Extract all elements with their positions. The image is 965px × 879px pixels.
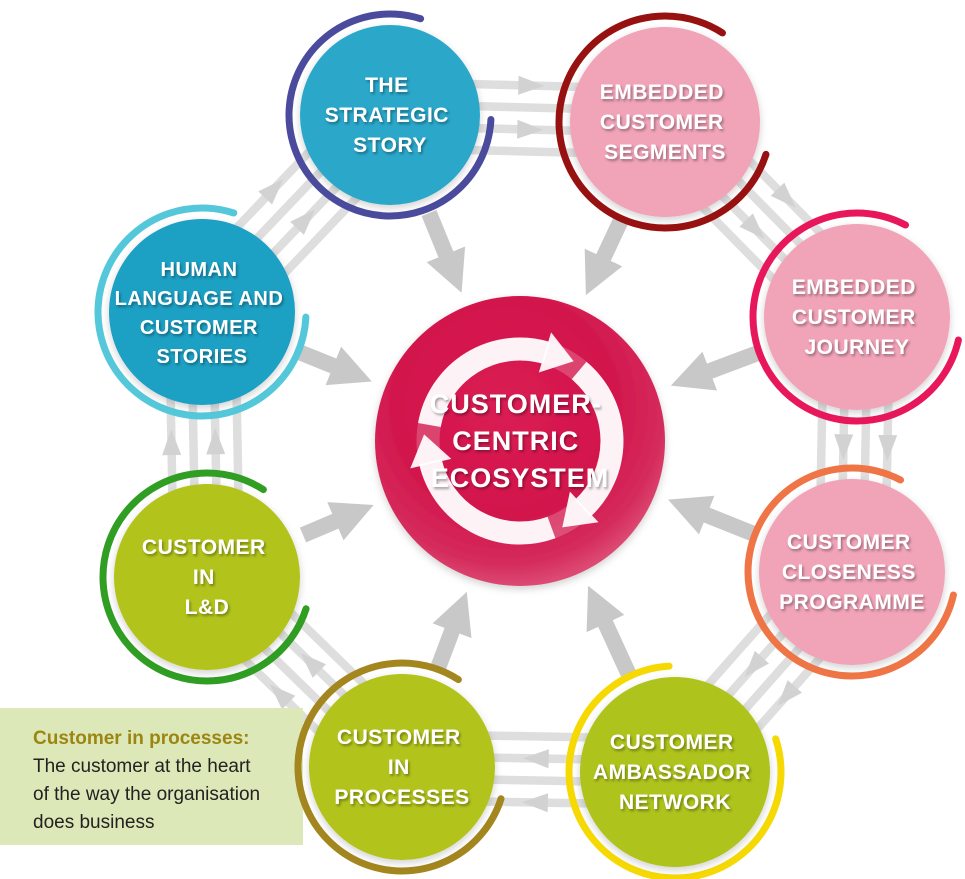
node-circle: [759, 479, 945, 665]
node-arc: [99, 469, 315, 685]
node-arc: [294, 659, 510, 875]
caption-line: The customer at the heart: [33, 756, 251, 777]
node-circle: [580, 677, 770, 867]
connector-arrow-icon: [517, 119, 544, 139]
node-embedded-customer-segments[interactable]: EMBEDDED CUSTOMER SEGMENTS: [531, 0, 798, 256]
node-customer-in-processes[interactable]: CUSTOMER IN PROCESSES: [271, 636, 533, 879]
center-arrow: [421, 209, 466, 293]
connector-arrow-icon: [522, 749, 549, 769]
connector-arrow-icon: [744, 650, 769, 677]
node-circle: [114, 484, 300, 670]
node-circle: [300, 25, 480, 205]
center-arrow: [295, 344, 372, 386]
caption-line: does business: [33, 812, 154, 833]
node-arc: [285, 10, 495, 220]
connector-arrow-icon: [777, 680, 802, 706]
node-arc: [565, 662, 785, 879]
node-circle: [109, 219, 295, 405]
connector-arrow-icon: [834, 434, 854, 461]
connector-arrow-icon: [521, 793, 549, 813]
center-arrow: [584, 214, 630, 296]
node-arc: [555, 12, 775, 232]
cycle-arc: [571, 361, 624, 517]
connector-arrow-icon: [739, 213, 765, 239]
connector-arrow-icon: [270, 684, 296, 710]
node-label: EMBEDDED CUSTOMER SEGMENTS: [600, 81, 731, 164]
caption-box: Customer in processes: The customer at t…: [0, 708, 303, 845]
center-node[interactable]: CUSTOMER- CENTRIC ECOSYSTEM: [375, 296, 665, 586]
cycle-arc: [419, 458, 556, 545]
node-embedded-customer-journey[interactable]: EMBEDDED CUSTOMER JOURNEY: [732, 192, 965, 441]
connector-arrow-icon: [300, 653, 326, 678]
center-arrows: [295, 209, 761, 681]
node-label: HUMAN LANGUAGE AND CUSTOMER STORIES: [115, 259, 290, 368]
center-arrow: [586, 585, 638, 681]
node-label: CUSTOMER IN L&D: [142, 536, 272, 619]
node-the-strategic-story[interactable]: THE STRATEGIC STORY: [284, 9, 496, 221]
cycle-swirl: [410, 332, 624, 545]
cycle-arrow-icon: [562, 491, 599, 528]
node-arc: [94, 204, 310, 420]
caption-line: of the way the organisation: [33, 784, 260, 805]
node-customer-ambassador-network[interactable]: CUSTOMER AMBASSADOR NETWORK: [541, 638, 808, 879]
caption-background: [0, 708, 303, 845]
connector-arrow-icon: [290, 209, 315, 235]
node-customer-in-ld[interactable]: CUSTOMER IN L&D: [76, 446, 338, 708]
cycle-arc: [418, 337, 551, 428]
node-label: CUSTOMER IN PROCESSES: [334, 726, 469, 809]
node-label: CUSTOMER CLOSENESS PROGRAMME: [779, 531, 925, 614]
connector-arrow-icon: [878, 435, 898, 462]
node-label: THE STRATEGIC STORY: [325, 74, 456, 157]
center-arrow: [430, 591, 472, 671]
connector-arrow-icon: [206, 428, 226, 455]
cycle-arrow-icon: [410, 434, 452, 469]
node-circle: [570, 27, 760, 217]
node-circle: [309, 674, 495, 860]
node-human-language-and-customer-stories[interactable]: HUMAN LANGUAGE AND CUSTOMER STORIES: [93, 203, 312, 422]
connector-arrow-icon: [258, 179, 284, 205]
node-customer-closeness-programme[interactable]: CUSTOMER CLOSENESS PROGRAMME: [727, 447, 965, 696]
node-arc: [749, 209, 965, 425]
node-arc: [744, 464, 960, 680]
node-label: CUSTOMER AMBASSADOR NETWORK: [593, 731, 757, 814]
connector-arrow-icon: [162, 429, 182, 456]
caption-title: Customer in processes:: [33, 728, 249, 749]
center-label: CUSTOMER- CENTRIC ECOSYSTEM: [430, 389, 611, 493]
connector-arrow-icon: [770, 182, 796, 208]
cycle-arrow-icon: [538, 332, 574, 373]
node-label: EMBEDDED CUSTOMER JOURNEY: [792, 276, 923, 359]
node-circle: [764, 224, 950, 410]
center-arrow: [670, 345, 761, 391]
center-arrow: [668, 495, 757, 542]
connector-arrow-icon: [518, 75, 545, 95]
center-arrow: [299, 502, 374, 543]
